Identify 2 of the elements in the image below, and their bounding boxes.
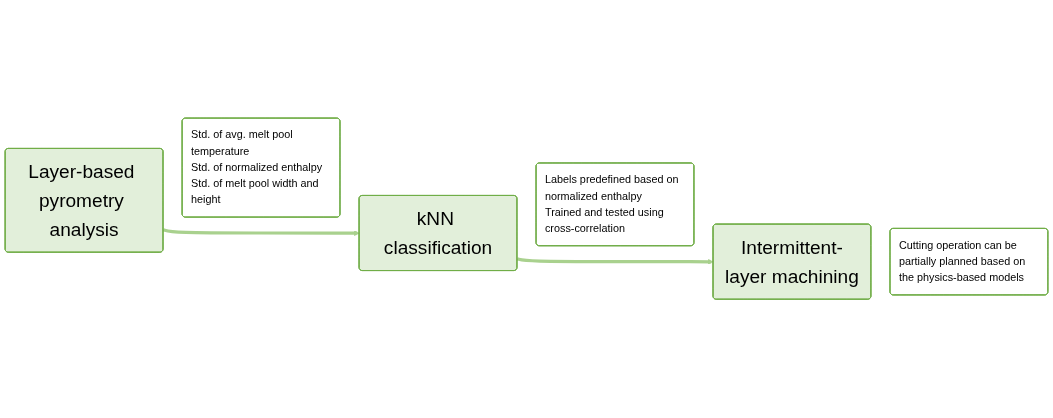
arrow bbox=[162, 228, 360, 237]
arrow bbox=[516, 257, 714, 265]
